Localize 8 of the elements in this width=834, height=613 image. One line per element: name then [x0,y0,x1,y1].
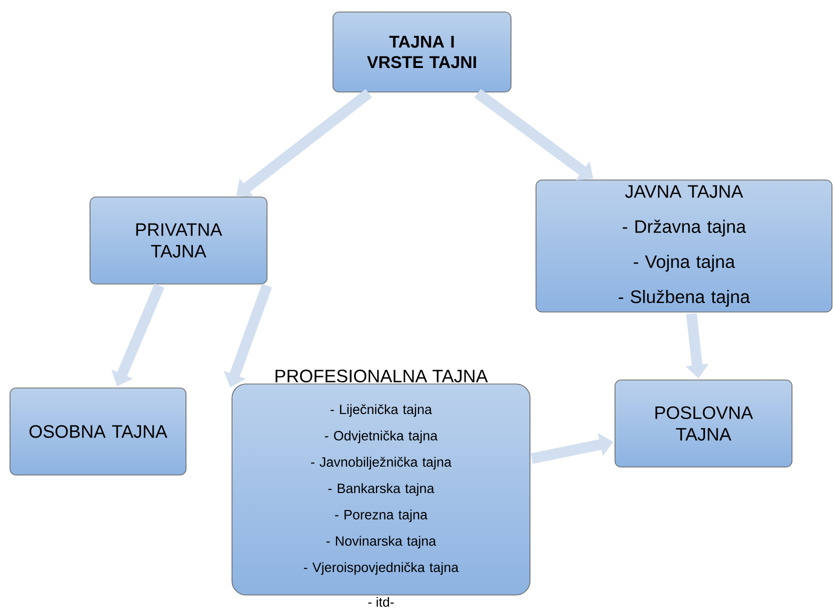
process-box: PROFESIONALNA TAJNA - Liječnička tajna - Odvjetnička tajna - Javnobilježnička tajna - Bankarska tajna - Porezna tajna - Novinarska tajna - Vjeroispovjednička tajna - itd- [232,370,530,607]
process-box: OSOBNA TAJNA [10,388,186,476]
node-label: - itd- [368,596,394,607]
process-box: PRIVATNA TAJNA [90,196,268,284]
process-box: TAJNA I VRSTE TAJNI [332,12,512,92]
process-box: POSLOVNA TAJNA [614,380,792,468]
process-box: JAVNA TAJNA - Državna tajna - Vojna tajna - Službena tajna [536,180,832,312]
node-label: PROFESIONALNA TAJNA [276,370,488,382]
